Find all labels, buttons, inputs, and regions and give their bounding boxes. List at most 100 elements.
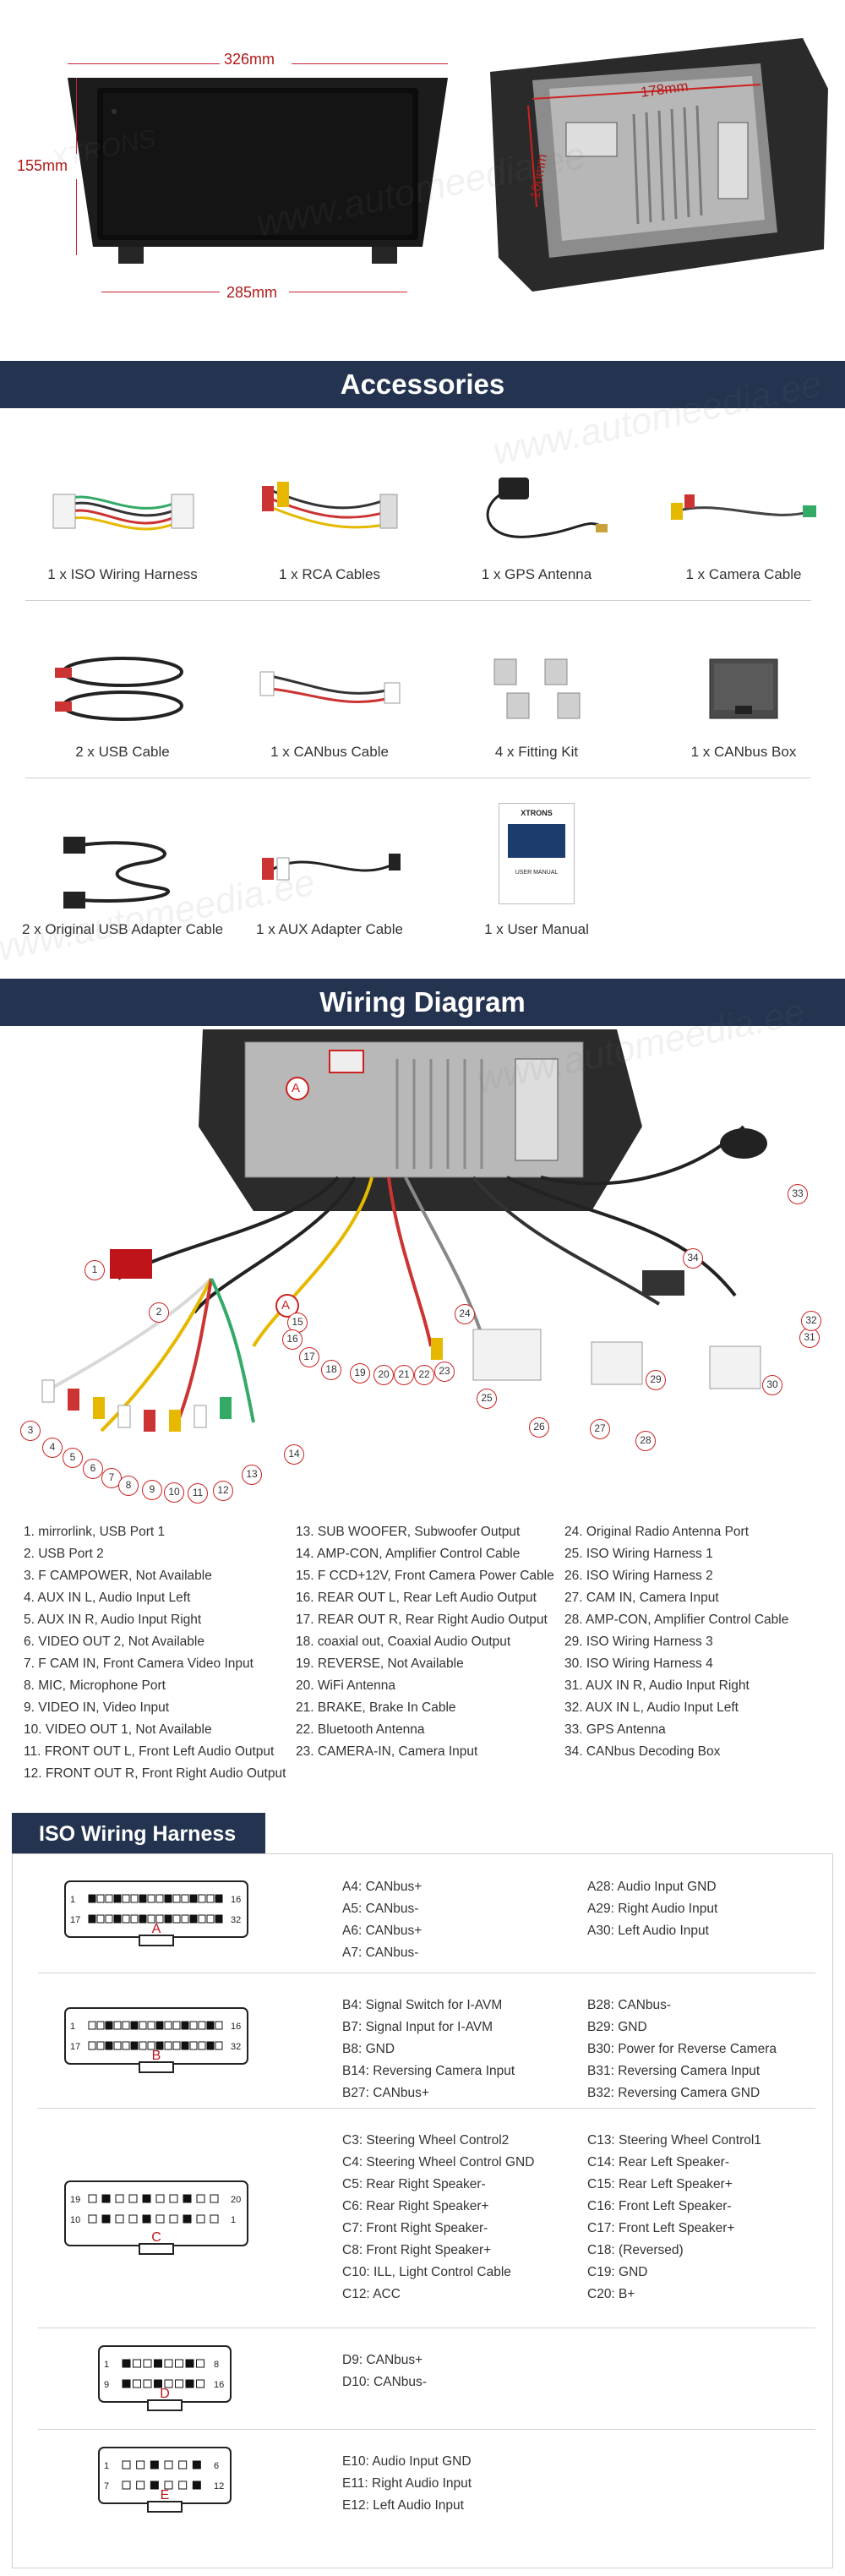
wire-number-29: 29	[646, 1370, 666, 1390]
accessory-iso-harness: 1 x ISO Wiring Harness	[17, 439, 228, 609]
pin-assignment: A5: CANbus-	[342, 1902, 419, 1916]
accessories-banner: Accessories	[0, 361, 845, 408]
pin-number-label: 16	[214, 2380, 224, 2390]
legend-item: 1. mirrorlink, USB Port 1	[24, 1525, 166, 1539]
legend-item: 18. coaxial out, Coaxial Audio Output	[296, 1635, 511, 1649]
usb-adapter-image	[63, 837, 170, 909]
pin-assignment: A4: CANbus+	[342, 1880, 422, 1894]
pin-number-label: 9	[104, 2380, 109, 2390]
legend-item: 12. FRONT OUT R, Front Right Audio Outpu…	[24, 1766, 286, 1781]
pin-number-label: 1	[104, 2461, 109, 2471]
pin-number-label: 7	[104, 2481, 109, 2491]
wire-number-20: 20	[373, 1365, 394, 1385]
pin-number-label: 17	[70, 2042, 80, 2052]
wire-number-31: 31	[799, 1328, 820, 1348]
wire-number-13: 13	[242, 1465, 262, 1485]
pin-assignment: C10: ILL, Light Control Cable	[342, 2265, 511, 2279]
wire-number-2: 2	[149, 1302, 169, 1323]
pin-assignment: C3: Steering Wheel Control2	[342, 2133, 510, 2148]
dimension-bottom: 285mm	[226, 284, 278, 301]
legend-item: 31. AUX IN R, Audio Input Right	[564, 1678, 750, 1693]
legend-item: 15. F CCD+12V, Front Camera Power Cable	[296, 1569, 554, 1583]
pin-assignment: C13: Steering Wheel Control1	[587, 2133, 761, 2148]
pin-number-label: 1	[231, 2215, 236, 2225]
pin-assignment: B32: Reversing Camera GND	[587, 2086, 760, 2100]
pin-number-label: 12	[214, 2481, 224, 2491]
dimension-line	[68, 63, 220, 64]
wiring-diagram-banner: Wiring Diagram	[0, 979, 845, 1026]
legend-item: 27. CAM IN, Camera Input	[564, 1591, 719, 1605]
legend-item: 3. F CAMPOWER, Not Available	[24, 1569, 212, 1583]
radio-back-image	[490, 38, 828, 292]
wire-number-5: 5	[63, 1448, 83, 1468]
wire-number-32: 32	[801, 1311, 821, 1331]
wire-number-18: 18	[321, 1360, 341, 1380]
legend-item: 9. VIDEO IN, Video Input	[24, 1700, 170, 1715]
pin-assignment: A7: CANbus-	[342, 1946, 419, 1960]
accessory-aux-adapter: 1 x AUX Adapter Cable	[224, 794, 435, 963]
rca-cables-image	[262, 482, 398, 529]
wire-number-22: 22	[414, 1365, 434, 1385]
legend-item: 26. ISO Wiring Harness 2	[564, 1569, 713, 1583]
iso-harness-image	[52, 494, 194, 531]
pin-assignment: B8: GND	[342, 2042, 395, 2056]
iso-harness-title: ISO Wiring Harness	[12, 1813, 265, 1855]
row-divider	[38, 2108, 815, 2109]
legend-item: 16. REAR OUT L, Rear Left Audio Output	[296, 1591, 537, 1605]
legend-item: 30. ISO Wiring Harness 4	[564, 1656, 713, 1671]
legend-item: 10. VIDEO OUT 1, Not Available	[24, 1722, 212, 1737]
pin-assignment: B7: Signal Input for I-AVM	[342, 2020, 493, 2034]
pin-number-label: 16	[231, 2022, 241, 2032]
accessory-camera-cable: 1 x Camera Cable	[638, 439, 845, 609]
dimension-width: 326mm	[224, 51, 275, 68]
pin-assignment: E11: Right Audio Input	[342, 2476, 472, 2491]
pin-assignment: D9: CANbus+	[342, 2353, 423, 2367]
pin-assignment: C18: (Reversed)	[587, 2243, 684, 2257]
legend-item: 29. ISO Wiring Harness 3	[564, 1635, 713, 1649]
wire-number-8: 8	[118, 1476, 139, 1496]
pin-assignment: B30: Power for Reverse Camera	[587, 2042, 777, 2056]
wire-number-19: 19	[350, 1363, 370, 1384]
accessory-usb-adapter: 2 x Original USB Adapter Cable	[17, 794, 228, 963]
accessory-canbus-cable: 1 x CANbus Cable	[224, 617, 435, 786]
pin-number-label: 32	[231, 2042, 241, 2052]
pin-number-label: 17	[70, 1915, 80, 1925]
legend-item: 28. AMP-CON, Amplifier Control Cable	[564, 1613, 789, 1627]
wire-number-33: 33	[788, 1184, 808, 1204]
pin-assignment: A30: Left Audio Input	[587, 1924, 709, 1938]
legend-item: 17. REAR OUT R, Rear Right Audio Output	[296, 1613, 548, 1627]
pin-number-label: 16	[231, 1895, 241, 1905]
legend-item: 11. FRONT OUT L, Front Left Audio Output	[24, 1744, 275, 1759]
connector-letter: A	[152, 1922, 161, 1936]
manual-cover: XTRONS USER MANUAL	[499, 803, 575, 904]
legend-item: 7. F CAM IN, Front Camera Video Input	[24, 1656, 254, 1671]
pin-assignment: B27: CANbus+	[342, 2086, 429, 2100]
pin-assignment: C4: Steering Wheel Control GND	[342, 2155, 535, 2169]
pin-assignment: C19: GND	[587, 2265, 648, 2279]
row-divider	[25, 600, 811, 601]
pin-assignment: E12: Left Audio Input	[342, 2498, 464, 2513]
legend-item: 13. SUB WOOFER, Subwoofer Output	[296, 1525, 521, 1539]
accessory-rca-cables: 1 x RCA Cables	[224, 439, 435, 609]
pin-number-label: 20	[231, 2195, 241, 2205]
legend-item: 25. ISO Wiring Harness 1	[564, 1547, 713, 1561]
wire-number-25: 25	[477, 1389, 497, 1409]
wire-number-30: 30	[762, 1375, 782, 1395]
radio-front-image	[68, 78, 448, 264]
legend-item: 20. WiFi Antenna	[296, 1678, 396, 1693]
wire-number-16: 16	[282, 1329, 303, 1350]
connector-letter: E	[161, 2488, 170, 2502]
wire-number-9: 9	[142, 1480, 162, 1500]
